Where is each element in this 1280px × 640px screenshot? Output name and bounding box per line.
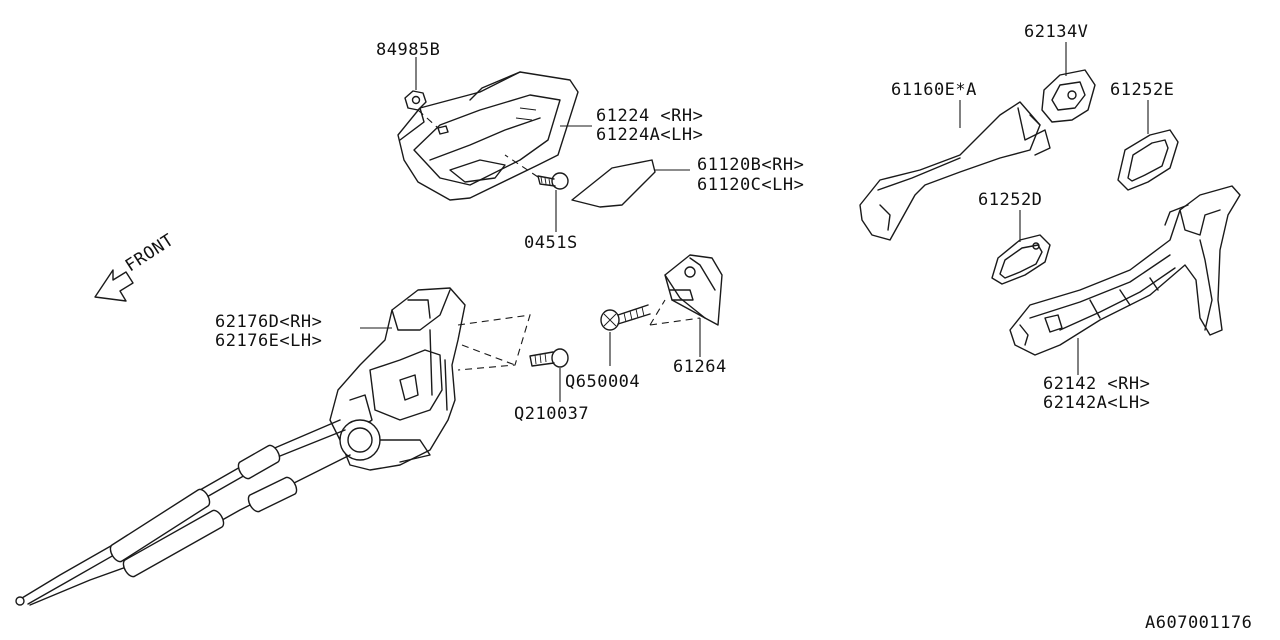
label-62176e: 62176E<LH>	[215, 331, 322, 351]
handle-frame-part	[1009, 185, 1241, 356]
nut-part	[404, 90, 427, 111]
label-q650004: Q650004	[565, 372, 640, 392]
screw-q210037	[529, 348, 569, 368]
label-62142a: 62142A<LH>	[1043, 393, 1150, 413]
screw-q650004	[600, 304, 651, 331]
label-0451s: 0451S	[524, 233, 578, 253]
label-62134v: 62134V	[1024, 22, 1088, 42]
escutcheon-61252d	[991, 234, 1051, 285]
label-61224a: 61224A<LH>	[596, 125, 703, 145]
label-61120c: 61120C<LH>	[697, 175, 804, 195]
front-arrow	[94, 269, 134, 302]
latch-cables	[15, 419, 351, 606]
front-indicator-label: FRONT	[122, 230, 178, 276]
label-q210037: Q210037	[514, 404, 589, 424]
label-61252e: 61252E	[1110, 80, 1174, 100]
label-61224: 61224 <RH>	[596, 106, 703, 126]
label-84985b: 84985B	[376, 40, 440, 60]
escutcheon-61252e	[1117, 129, 1179, 191]
label-61120b: 61120B<RH>	[697, 155, 804, 175]
label-61160e: 61160E*A	[891, 80, 977, 100]
handle-trim-61120	[571, 159, 656, 208]
screw-0451s	[537, 172, 569, 190]
label-62142: 62142 <RH>	[1043, 374, 1150, 394]
key-cylinder-cap	[1041, 69, 1096, 123]
door-latch-part	[329, 287, 466, 471]
inner-handle-part	[397, 71, 579, 201]
striker-part	[664, 254, 723, 326]
outer-handle-part	[859, 101, 1051, 241]
label-61252d: 61252D	[978, 190, 1042, 210]
diagram-id-label: A607001176	[1145, 613, 1252, 633]
label-62176d: 62176D<RH>	[215, 312, 322, 332]
label-61264: 61264	[673, 357, 727, 377]
